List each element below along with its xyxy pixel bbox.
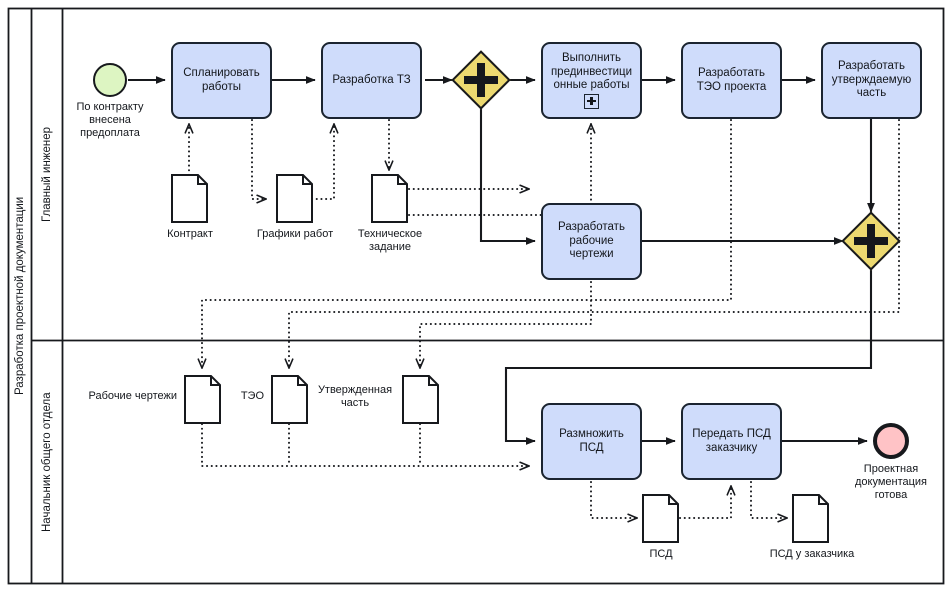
- flow-gwjoin-to-copy: [504, 270, 873, 445]
- doc-shape-contract: [171, 174, 208, 223]
- doc-shape-tz: [371, 174, 408, 223]
- pool-frame: [7, 7, 945, 585]
- sequence-flows: [128, 76, 875, 445]
- doc-label-contract: Контракт: [167, 228, 213, 240]
- task-copy-psd[interactable]: Размножить ПСД: [541, 403, 642, 480]
- doc-shape-schedules: [276, 174, 313, 223]
- task-develop-working-drawings[interactable]: Разработать рабочие чертежи: [541, 203, 642, 280]
- lane-title-engineer: Главный инженер: [41, 126, 53, 223]
- start-event-label: По контракту внесена предоплата: [76, 101, 144, 139]
- doc-label-teo: ТЭО: [240, 390, 264, 402]
- lane-title-dept-head: Начальник общего отдела: [41, 392, 53, 532]
- doc-shape-drawings: [184, 375, 221, 424]
- flow-gwsplit-to-drawings: [479, 104, 536, 245]
- assoc-docpsd-to-handover: [679, 485, 731, 519]
- task-label: Размножить ПСД: [559, 428, 624, 454]
- doc-shape-psd: [642, 494, 679, 543]
- doc-shape-psd-customer: [792, 494, 829, 543]
- task-handover-psd[interactable]: Передать ПСД заказчику: [681, 403, 782, 480]
- assoc-teo-to-docteo: [202, 119, 732, 369]
- end-event-label: Проектная документация готова: [854, 463, 928, 501]
- assoc-copy-to-docpsd: [590, 481, 638, 518]
- document-shapes: [171, 174, 829, 543]
- task-plan-works[interactable]: Спланировать работы: [171, 42, 272, 119]
- task-label: Передать ПСД заказчику: [692, 428, 771, 454]
- task-develop-teo[interactable]: Разработать ТЭО проекта: [681, 42, 782, 119]
- gateway-parallel-split[interactable]: [451, 50, 511, 110]
- task-label: Разработать утверждаемую часть: [831, 60, 912, 100]
- associations: [189, 119, 900, 519]
- subprocess-expand-icon[interactable]: [584, 93, 599, 109]
- doc-label-psd: ПСД: [649, 548, 673, 560]
- task-develop-tz[interactable]: Разработка ТЗ: [321, 42, 422, 119]
- assoc-plan-to-schedules: [251, 119, 267, 199]
- end-event[interactable]: [873, 423, 909, 459]
- task-label: Выполнить прединвестици онные работы: [550, 52, 633, 92]
- doc-label-psd-customer: ПСД у заказчика: [769, 548, 855, 560]
- assoc-docdrawings-to-copy: [201, 423, 530, 466]
- doc-label-drawings: Рабочие чертежи: [88, 390, 177, 402]
- task-develop-approved-part[interactable]: Разработать утверждаемую часть: [821, 42, 922, 119]
- assoc-drawings-to-docdrawings: [420, 281, 592, 369]
- task-label: Разработка ТЗ: [332, 73, 411, 86]
- task-label: Разработать рабочие чертежи: [558, 221, 625, 261]
- task-label: Спланировать работы: [183, 67, 260, 93]
- doc-label-tz: Техническое задание: [357, 228, 423, 253]
- doc-label-schedules: Графики работ: [256, 228, 334, 240]
- doc-shape-approved: [402, 375, 439, 424]
- start-event[interactable]: [93, 63, 127, 97]
- task-label: Разработать ТЭО проекта: [696, 67, 767, 93]
- task-preinvestment-works[interactable]: Выполнить прединвестици онные работы: [541, 42, 642, 119]
- gateway-parallel-join[interactable]: [841, 211, 901, 271]
- doc-shape-teo: [271, 375, 308, 424]
- doc-label-approved: Утвержденная часть: [317, 384, 393, 409]
- pool-title: Разработка проектной документации: [14, 196, 26, 395]
- assoc-doctz-to-preinvest: [408, 123, 591, 216]
